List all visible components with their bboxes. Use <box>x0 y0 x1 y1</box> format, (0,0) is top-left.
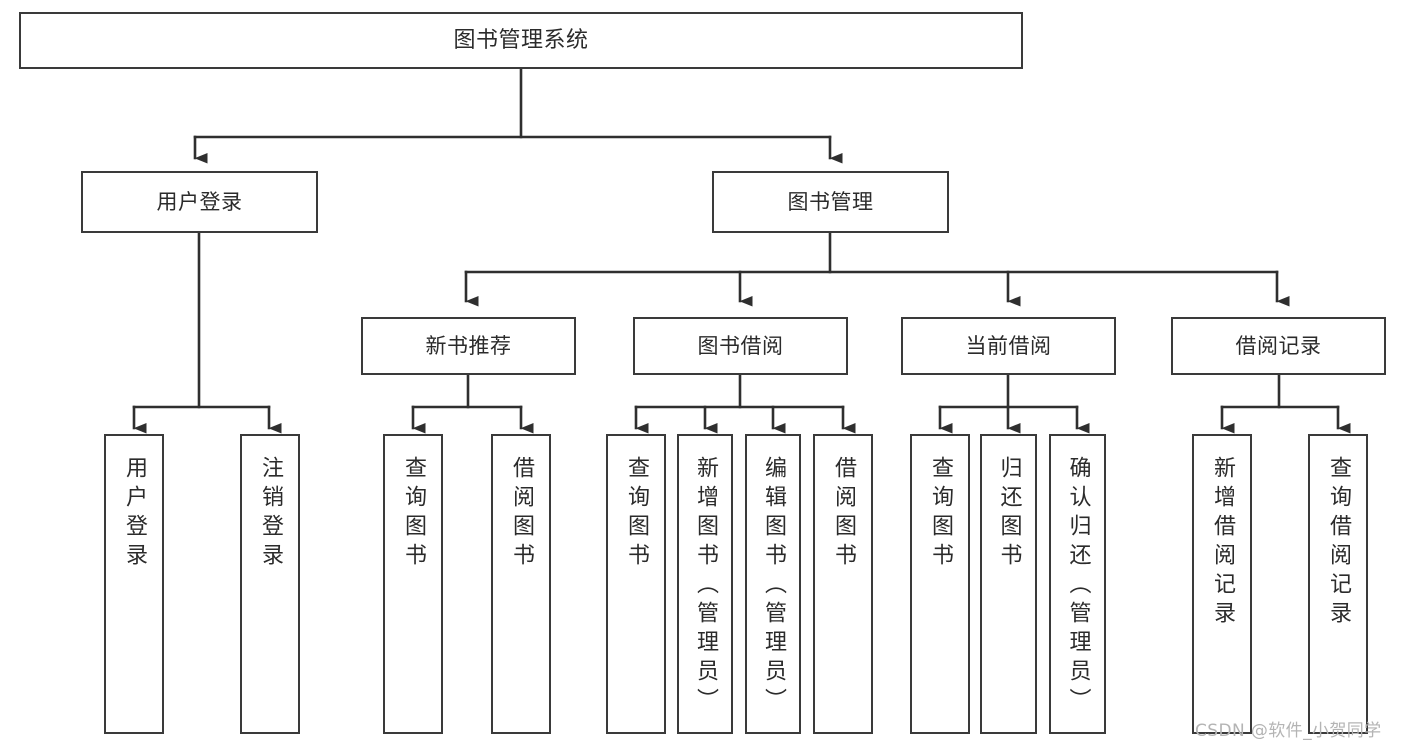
leaf-book-borrow-borrow-label: 借阅图书 <box>831 456 856 572</box>
node-current-borrow[interactable]: 当前借阅 <box>901 317 1116 375</box>
leaf-current-borrow-query-label: 查询图书 <box>928 456 953 572</box>
leaf-new-book-query[interactable]: 查询图书 <box>383 434 443 734</box>
leaf-user-login-logout-label: 注销登录 <box>258 456 283 572</box>
leaf-user-login-logout[interactable]: 注销登录 <box>240 434 300 734</box>
leaf-current-borrow-confirm-label: 确认归还（管理员） <box>1065 456 1091 717</box>
leaf-borrow-record-query-label: 查询借阅记录 <box>1326 456 1351 630</box>
leaf-book-borrow-query-label: 查询图书 <box>624 456 649 572</box>
leaf-book-borrow-query[interactable]: 查询图书 <box>606 434 666 734</box>
csdn-watermark: CSDN @软件_小贺同学 <box>1195 721 1382 741</box>
node-new-book-recommend[interactable]: 新书推荐 <box>361 317 576 375</box>
leaf-borrow-record-add[interactable]: 新增借阅记录 <box>1192 434 1252 734</box>
leaf-current-borrow-query[interactable]: 查询图书 <box>910 434 970 734</box>
leaf-book-borrow-add[interactable]: 新增图书（管理员） <box>677 434 733 734</box>
leaf-book-borrow-add-label: 新增图书（管理员） <box>693 456 718 717</box>
node-book-manage-label: 图书管理 <box>787 189 874 214</box>
leaf-current-borrow-confirm[interactable]: 确认归还（管理员） <box>1049 434 1106 734</box>
leaf-book-borrow-borrow[interactable]: 借阅图书 <box>813 434 873 734</box>
node-borrow-record[interactable]: 借阅记录 <box>1171 317 1386 375</box>
leaf-book-borrow-edit-label: 编辑图书（管理员） <box>761 456 786 717</box>
leaf-current-borrow-return-label: 归还图书 <box>996 456 1022 572</box>
node-user-login-label: 用户登录 <box>156 189 243 214</box>
node-book-borrow[interactable]: 图书借阅 <box>633 317 848 375</box>
leaf-book-borrow-edit[interactable]: 编辑图书（管理员） <box>745 434 801 734</box>
node-root-system-label: 图书管理系统 <box>453 27 589 53</box>
leaf-user-login-login-label: 用户登录 <box>122 456 147 572</box>
node-new-book-recommend-label: 新书推荐 <box>425 333 512 358</box>
leaf-current-borrow-return[interactable]: 归还图书 <box>980 434 1037 734</box>
node-book-borrow-label: 图书借阅 <box>697 333 784 358</box>
leaf-new-book-query-label: 查询图书 <box>401 456 426 572</box>
leaf-new-book-borrow[interactable]: 借阅图书 <box>491 434 551 734</box>
leaf-borrow-record-add-label: 新增借阅记录 <box>1210 456 1235 630</box>
node-book-manage[interactable]: 图书管理 <box>712 171 949 233</box>
node-user-login[interactable]: 用户登录 <box>81 171 318 233</box>
leaf-new-book-borrow-label: 借阅图书 <box>509 456 534 572</box>
node-current-borrow-label: 当前借阅 <box>965 333 1052 358</box>
leaf-borrow-record-query[interactable]: 查询借阅记录 <box>1308 434 1368 734</box>
leaf-user-login-login[interactable]: 用户登录 <box>104 434 164 734</box>
node-root-system[interactable]: 图书管理系统 <box>19 12 1023 69</box>
node-borrow-record-label: 借阅记录 <box>1235 333 1322 358</box>
